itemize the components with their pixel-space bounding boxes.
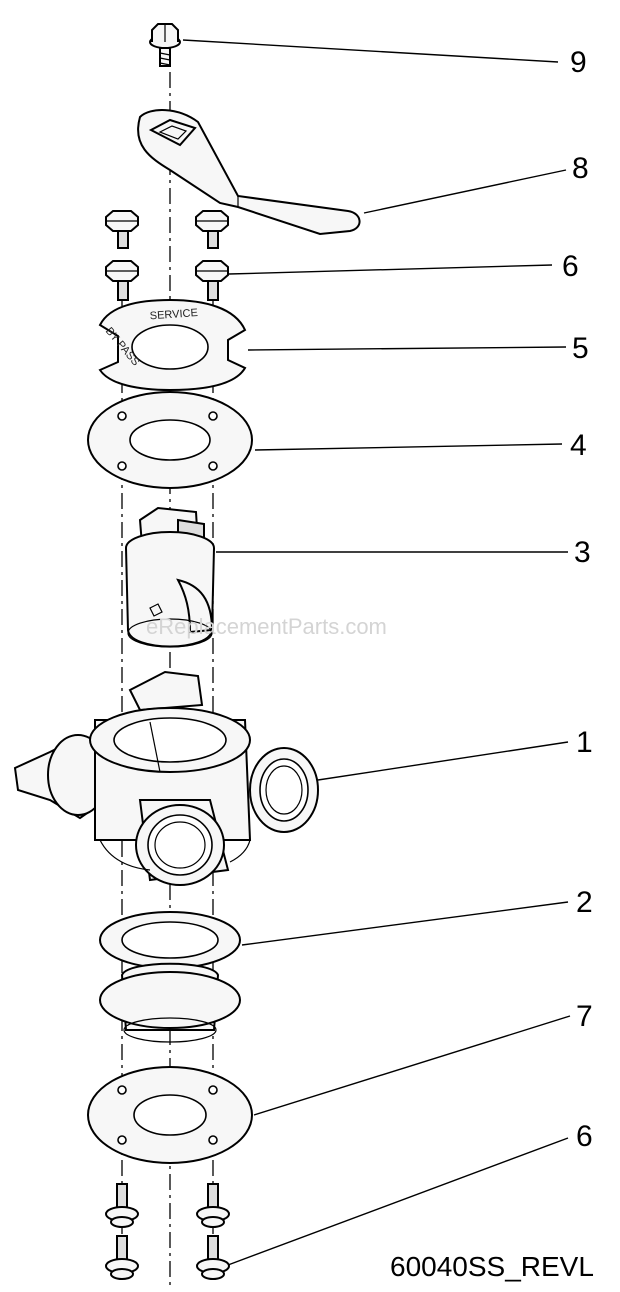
- callout-8: 8: [572, 152, 589, 185]
- part-3-rotor: [125, 506, 215, 648]
- part-8-handle: [137, 109, 361, 236]
- callout-3: 3: [574, 536, 591, 569]
- part-9-screw: [149, 23, 181, 67]
- part-6-top-screws: [105, 210, 229, 301]
- part-6-bottom-screws: [105, 1183, 230, 1280]
- part-5-indicator-plate: SERVICE BY PASS: [98, 298, 247, 392]
- drawing-id: 60040SS_REVL: [390, 1251, 594, 1282]
- callout-numbers: 9 8 6 5 4 3 1 2 7 6: [562, 46, 593, 1153]
- washer-screw: [105, 1183, 139, 1228]
- part-7-bottom-flange: [87, 1066, 253, 1164]
- callout-6-bottom: 6: [576, 1120, 593, 1153]
- callout-9: 9: [570, 46, 587, 79]
- hex-screw: [105, 260, 139, 301]
- washer-screw: [196, 1235, 230, 1280]
- washer-screw: [105, 1235, 139, 1280]
- watermark: eReplacementParts.com: [146, 614, 387, 639]
- hex-screw: [195, 260, 229, 301]
- part-4-flange-plate: [87, 391, 253, 489]
- callout-6-top: 6: [562, 250, 579, 283]
- callout-7: 7: [576, 1000, 593, 1033]
- service-label: SERVICE: [149, 307, 198, 322]
- hex-screw: [195, 210, 229, 249]
- part-2-seal-rings: [99, 911, 241, 1043]
- part-1-valve-body: [13, 670, 319, 886]
- callout-2: 2: [576, 886, 593, 919]
- leader-lines: [182, 39, 571, 1266]
- hex-screw: [105, 210, 139, 249]
- callout-5: 5: [572, 332, 589, 365]
- callout-1: 1: [576, 726, 593, 759]
- washer-screw: [196, 1183, 230, 1228]
- callout-4: 4: [570, 429, 587, 462]
